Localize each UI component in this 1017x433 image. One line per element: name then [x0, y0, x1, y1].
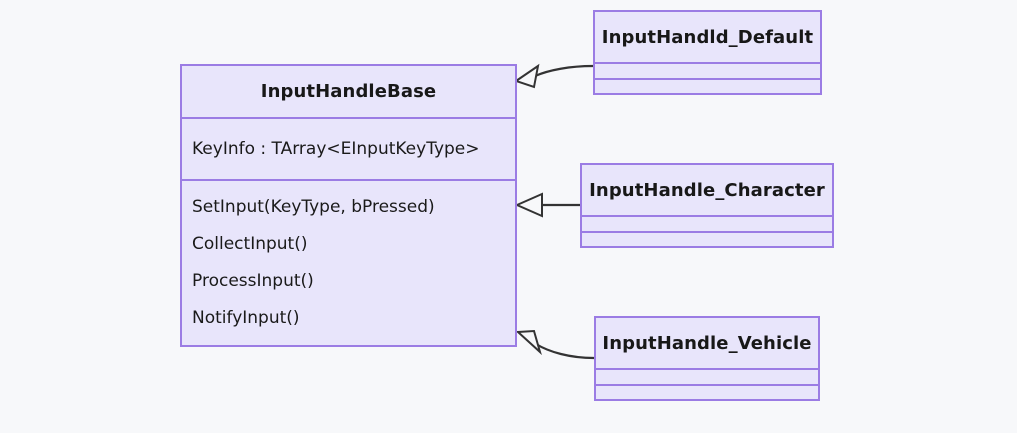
class-name-input-handle-vehicle: InputHandle_Vehicle	[602, 332, 812, 354]
attributes-compartment-character	[582, 215, 832, 231]
attributes-compartment-base: KeyInfo : TArray<EInputKeyType>	[182, 117, 515, 179]
operation-set-input: SetInput(KeyType, bPressed)	[192, 196, 435, 217]
operation-collect-input: CollectInput()	[192, 233, 308, 254]
generalization-edge-default	[513, 63, 595, 89]
operation-notify-input: NotifyInput()	[192, 307, 300, 328]
hollow-triangle-arrowhead-character	[514, 192, 543, 218]
attributes-compartment-vehicle	[596, 368, 818, 384]
hollow-triangle-arrowhead-default	[513, 63, 540, 89]
class-box-input-handle-character[interactable]: InputHandle_Character	[580, 163, 834, 248]
class-name-compartment-character: InputHandle_Character	[582, 165, 832, 215]
class-name-compartment-vehicle: InputHandle_Vehicle	[596, 318, 818, 368]
class-name-input-handle-character: InputHandle_Character	[589, 179, 825, 201]
operation-process-input: ProcessInput()	[192, 270, 314, 291]
class-name-compartment-base: InputHandleBase	[182, 66, 515, 117]
operations-compartment-character	[582, 231, 832, 246]
generalization-edge-character	[514, 192, 582, 218]
class-name-compartment-default: InputHandld_Default	[595, 12, 820, 62]
operations-compartment-default	[595, 78, 820, 93]
class-box-input-handle-vehicle[interactable]: InputHandle_Vehicle	[594, 316, 820, 401]
operations-compartment-vehicle	[596, 384, 818, 399]
class-box-input-handle-base[interactable]: InputHandleBase KeyInfo : TArray<EInputK…	[180, 64, 517, 347]
class-name-input-handle-base: InputHandleBase	[260, 81, 437, 102]
operations-compartment-base: SetInput(KeyType, bPressed) CollectInput…	[182, 179, 515, 345]
generalization-edge-vehicle	[515, 329, 596, 360]
class-name-input-handld-default: InputHandld_Default	[601, 26, 814, 48]
hollow-triangle-arrowhead-vehicle	[515, 329, 542, 356]
class-box-input-handld-default[interactable]: InputHandld_Default	[593, 10, 822, 95]
attributes-compartment-default	[595, 62, 820, 78]
attribute-key-info: KeyInfo : TArray<EInputKeyType>	[192, 139, 480, 159]
